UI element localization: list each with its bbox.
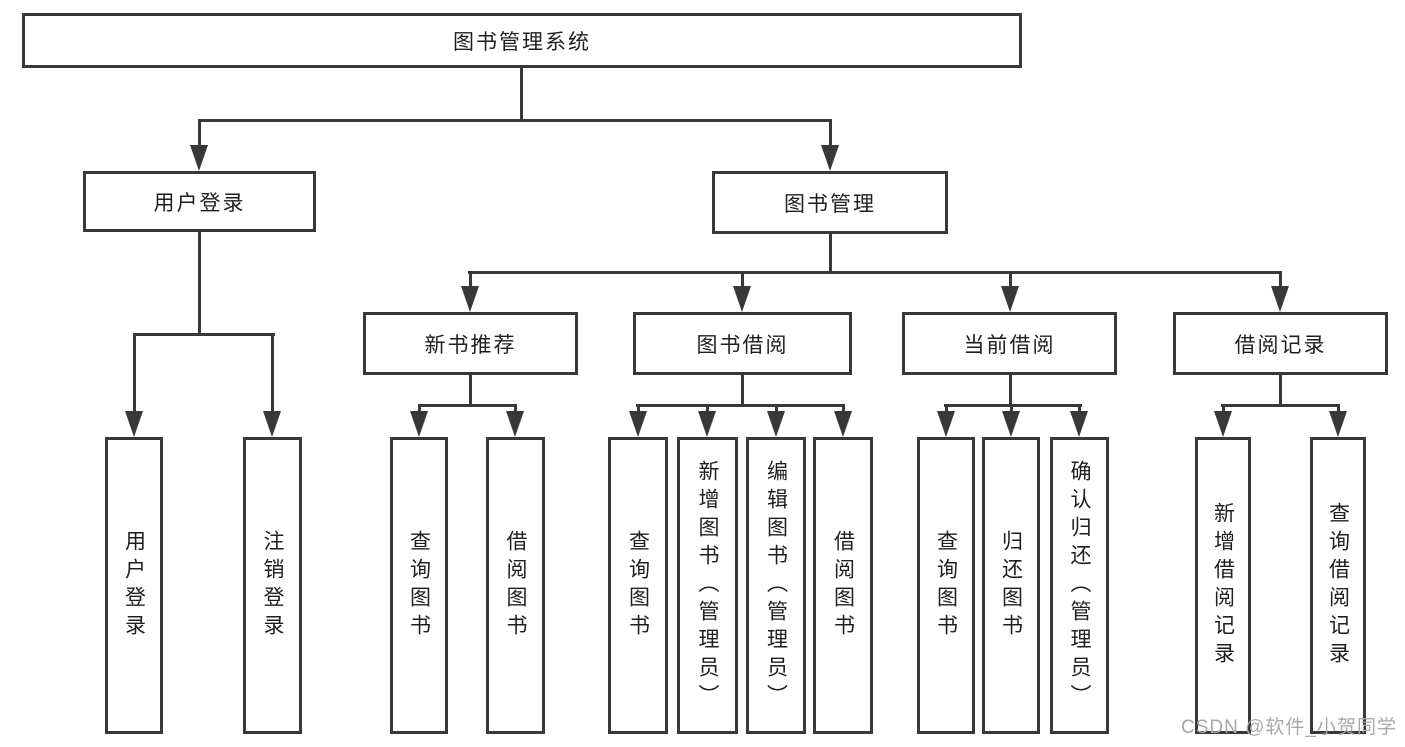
- leaf-add-borrow-record: 新增借阅记录: [1195, 437, 1251, 734]
- connector-book-management-bus: [468, 271, 1282, 274]
- arrowhead-book-borrow: [733, 286, 751, 312]
- arrowhead: [1070, 411, 1088, 437]
- csdn-watermark: CSDN @软件_小贺同学: [1181, 717, 1397, 738]
- arrowhead: [1214, 411, 1232, 437]
- connector-drop: [1010, 405, 1013, 414]
- leaf-borrow-books-recommend: 借阅图书: [486, 437, 545, 734]
- leaf-confirm-return-admin: 确认归还（管理员）: [1050, 437, 1109, 734]
- leaf-label: 查询图书: [626, 529, 650, 642]
- arrowhead-current-borrow: [1001, 286, 1019, 312]
- connector-new-book-stem: [469, 373, 472, 406]
- arrowhead: [1329, 411, 1347, 437]
- node-current-borrow: 当前借阅: [902, 312, 1117, 375]
- arrowhead-new-book: [461, 286, 479, 312]
- arrowhead: [767, 411, 785, 437]
- leaf-query-borrow-record: 查询借阅记录: [1310, 437, 1366, 734]
- arrowhead: [410, 411, 428, 437]
- leaf-query-books-borrow: 查询图书: [608, 437, 668, 734]
- leaf-label: 借阅图书: [831, 529, 855, 642]
- connector-drop: [1222, 405, 1225, 414]
- arrowhead: [629, 411, 647, 437]
- node-label: 用户登录: [153, 191, 246, 215]
- connector-book-borrow-bus: [636, 404, 845, 407]
- node-library-management-system: 图书管理系统: [22, 13, 1022, 68]
- leaf-label: 查询借阅记录: [1326, 501, 1350, 670]
- leaf-label: 查询图书: [934, 529, 958, 642]
- arrowhead: [506, 411, 524, 437]
- connector-drop-current-borrow: [1009, 272, 1012, 288]
- node-borrow-records: 借阅记录: [1173, 312, 1388, 375]
- arrowhead-book-management: [821, 145, 839, 171]
- leaf-label: 借阅图书: [504, 529, 528, 642]
- leaf-label: 归还图书: [999, 529, 1023, 642]
- node-user-login: 用户登录: [83, 171, 316, 232]
- leaf-add-books-admin: 新增图书（管理员）: [677, 437, 738, 734]
- connector-drop-leaf-logout: [271, 334, 274, 414]
- connector-drop: [418, 405, 421, 414]
- connector-drop-borrow-records: [1279, 272, 1282, 288]
- arrowhead-borrow-records: [1271, 286, 1289, 312]
- connector-book-borrow-stem: [741, 373, 744, 406]
- arrowhead: [1002, 411, 1020, 437]
- connector-drop-book-management: [829, 119, 832, 149]
- leaf-label: 用户登录: [122, 529, 146, 642]
- connector-drop: [706, 405, 709, 414]
- leaf-edit-books-admin: 编辑图书（管理员）: [746, 437, 806, 734]
- connector-borrow-records-bus: [1221, 404, 1340, 407]
- leaf-label: 编辑图书（管理员）: [764, 459, 788, 712]
- connector-drop: [775, 405, 778, 414]
- connector-current-borrow-bus: [944, 404, 1082, 407]
- connector-user-login-bus: [133, 333, 275, 336]
- arrowhead: [834, 411, 852, 437]
- connector-drop-user-login: [198, 119, 201, 149]
- node-new-book-recommend: 新书推荐: [363, 312, 578, 375]
- node-label: 借阅记录: [1234, 333, 1327, 357]
- leaf-label: 注销登录: [261, 529, 285, 642]
- connector-drop: [945, 405, 948, 414]
- node-label: 新书推荐: [424, 333, 517, 357]
- leaf-query-books-recommend: 查询图书: [390, 437, 448, 734]
- arrowhead-leaf-login: [125, 411, 143, 437]
- leaf-return-books: 归还图书: [982, 437, 1040, 734]
- leaf-borrow-books: 借阅图书: [813, 437, 873, 734]
- leaf-logout: 注销登录: [243, 437, 302, 734]
- connector-drop: [514, 405, 517, 414]
- connector-root-bus: [198, 119, 832, 122]
- leaf-query-books-current: 查询图书: [917, 437, 975, 734]
- connector-drop-new-book: [469, 272, 472, 288]
- leaf-label: 查询图书: [407, 529, 431, 642]
- connector-current-borrow-stem: [1009, 373, 1012, 406]
- leaf-label: 新增图书（管理员）: [696, 459, 720, 712]
- leaf-label: 确认归还（管理员）: [1068, 459, 1092, 712]
- connector-borrow-records-stem: [1279, 373, 1282, 406]
- node-book-borrow: 图书借阅: [633, 312, 852, 375]
- connector-drop: [842, 405, 845, 414]
- connector-new-book-bus: [418, 404, 517, 407]
- connector-drop-leaf-login: [133, 334, 136, 414]
- leaf-user-login: 用户登录: [105, 437, 163, 734]
- node-label: 图书管理系统: [453, 30, 591, 54]
- arrowhead: [698, 411, 716, 437]
- connector-book-management-stem: [829, 232, 832, 273]
- connector-root-stem: [520, 66, 523, 122]
- connector-drop: [1337, 405, 1340, 414]
- leaf-label: 新增借阅记录: [1211, 501, 1235, 670]
- connector-drop-book-borrow: [741, 272, 744, 288]
- node-label: 当前借阅: [963, 333, 1056, 357]
- arrowhead-leaf-logout: [263, 411, 281, 437]
- arrowhead-user-login: [190, 145, 208, 171]
- connector-user-login-stem: [198, 230, 201, 335]
- connector-drop: [1078, 405, 1081, 414]
- node-book-management: 图书管理: [712, 171, 948, 234]
- connector-drop: [637, 405, 640, 414]
- arrowhead: [937, 411, 955, 437]
- node-label: 图书借阅: [696, 333, 789, 357]
- node-label: 图书管理: [784, 192, 876, 216]
